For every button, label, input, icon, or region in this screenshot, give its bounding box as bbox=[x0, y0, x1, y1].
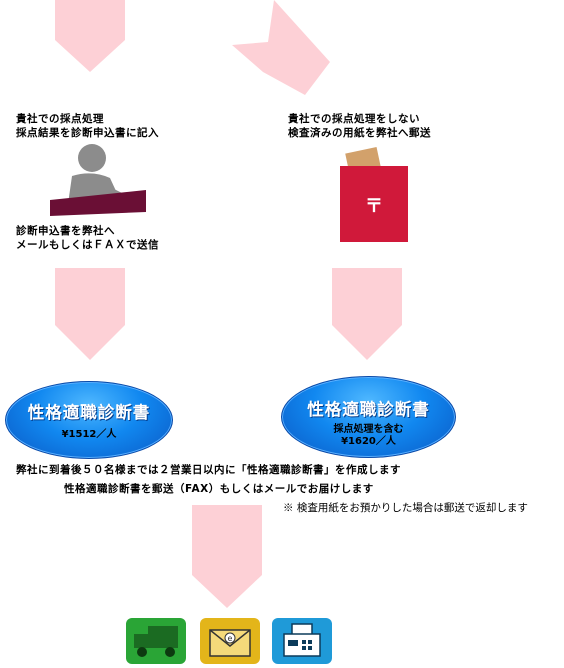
right-scoring-note: 貴社での採点処理をしない 検査済みの用紙を弊社へ郵送 bbox=[288, 112, 431, 140]
left-send-note: 診断申込書を弊社へ メールもしくはＦＡＸで送信 bbox=[16, 224, 159, 252]
left-scoring-line-1: 貴社での採点処理 bbox=[16, 113, 104, 125]
report-pill-right: 性格適職診断書 採点処理を含む ¥1620／人 bbox=[281, 376, 456, 458]
summary-note: ※ 検査用紙をお預かりした場合は郵送で返却します bbox=[283, 502, 528, 514]
left-send-line-2: メールもしくはＦＡＸで送信 bbox=[16, 239, 159, 251]
postal-mark-icon: 〒 bbox=[365, 196, 383, 217]
right-scoring-line-2: 検査済みの用紙を弊社へ郵送 bbox=[288, 127, 431, 139]
report-pill-left: 性格適職診断書 ¥1512／人 bbox=[5, 381, 173, 459]
summary-line-2: 性格適職診断書を郵送（FAX）もしくはメールでお届けします bbox=[64, 483, 374, 495]
person-at-desk-icon bbox=[50, 144, 146, 216]
left-scoring-note: 貴社での採点処理 採点結果を診断申込書に記入 bbox=[16, 112, 159, 140]
fax-shape-icon bbox=[283, 623, 321, 657]
report-right-price: ¥1620／人 bbox=[341, 436, 396, 447]
envelope-shape-icon: e bbox=[209, 629, 251, 657]
mailbox-body bbox=[340, 166, 408, 242]
left-scoring-line-2: 採点結果を診断申込書に記入 bbox=[16, 127, 159, 139]
svg-text:e: e bbox=[228, 634, 233, 643]
report-right-sub: 採点処理を含む bbox=[333, 424, 404, 435]
summary-line-1: 弊社に到着後５０名様までは２営業日以内に「性格適職診断書」を作成します bbox=[16, 464, 401, 476]
report-left-price: ¥1512／人 bbox=[61, 429, 117, 440]
mailbox-icon: 〒 bbox=[340, 147, 408, 242]
fax-icon bbox=[272, 618, 332, 664]
truck-shape bbox=[134, 626, 178, 657]
arrow-top-left bbox=[55, 0, 125, 72]
truck-icon bbox=[126, 618, 186, 664]
arrow-bottom bbox=[192, 505, 262, 608]
email-envelope-icon: e bbox=[200, 618, 260, 664]
report-right-title: 性格適職診断書 bbox=[307, 400, 430, 419]
report-left-title: 性格適職診断書 bbox=[27, 403, 151, 422]
arrow-mid-right bbox=[332, 268, 402, 360]
arrow-top-right bbox=[232, 0, 330, 95]
right-scoring-line-1: 貴社での採点処理をしない bbox=[288, 113, 420, 125]
left-send-line-1: 診断申込書を弊社へ bbox=[16, 225, 115, 237]
arrow-mid-left bbox=[55, 268, 125, 360]
